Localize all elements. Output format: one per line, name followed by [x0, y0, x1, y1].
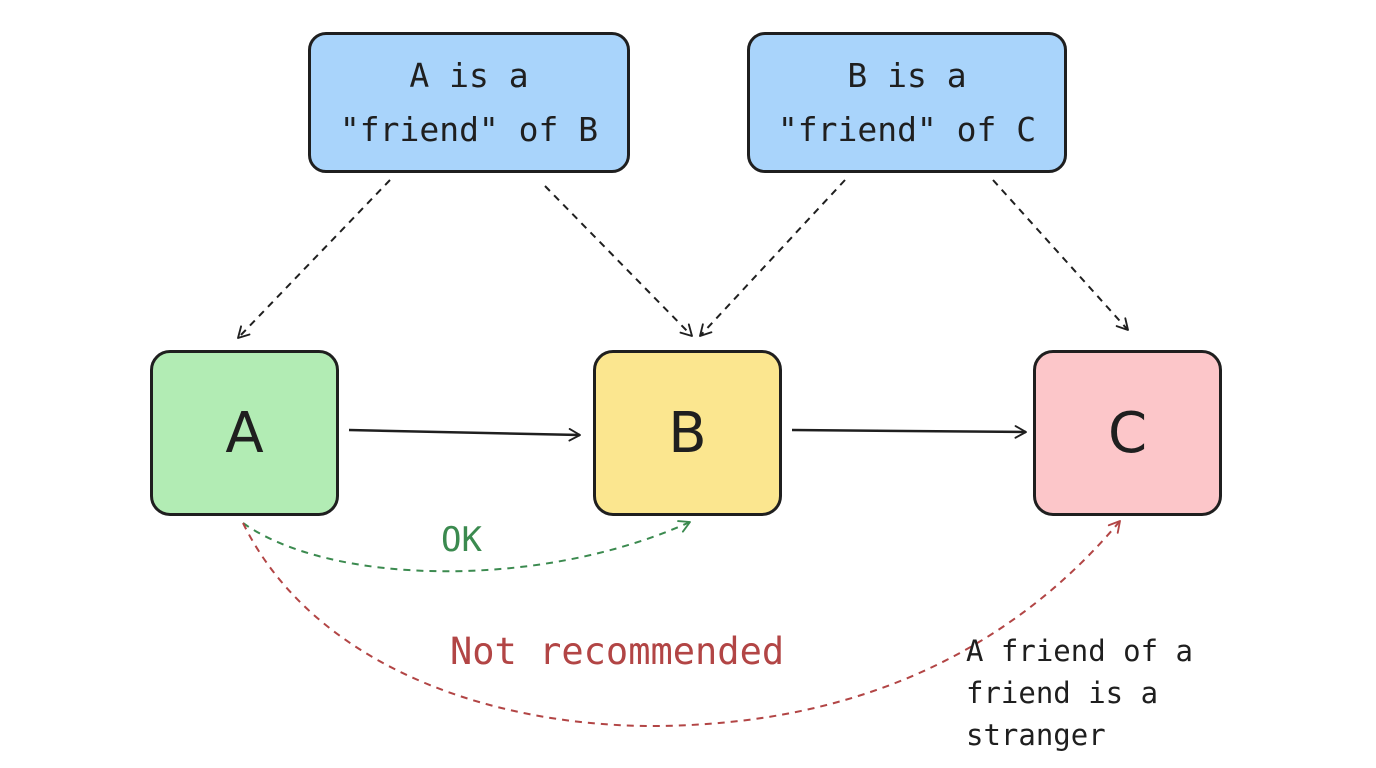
note-b-friend-of-c: B is a "friend" of C [747, 32, 1067, 173]
stranger-caption: A friend of a friend is a stranger [966, 634, 1193, 752]
ok-label: OK [441, 520, 482, 560]
note-b-to-node-c-connector [992, 179, 1129, 331]
not-recommended-curve-a-to-c [242, 520, 1121, 728]
edge-b-to-c [791, 425, 1027, 439]
note-b-to-node-b-connector [699, 179, 846, 337]
node-c: C [1033, 350, 1222, 516]
note-a-to-node-a-connector [237, 179, 391, 339]
ok-curve-a-to-b [242, 520, 691, 573]
node-a: A [150, 350, 339, 516]
not-recommended-label: Not recommended [450, 630, 785, 673]
note-a-to-node-b-connector [544, 185, 693, 337]
node-b: B [593, 350, 782, 516]
note-a-friend-of-b: A is a "friend" of B [308, 32, 630, 173]
edge-a-to-b [348, 428, 581, 442]
